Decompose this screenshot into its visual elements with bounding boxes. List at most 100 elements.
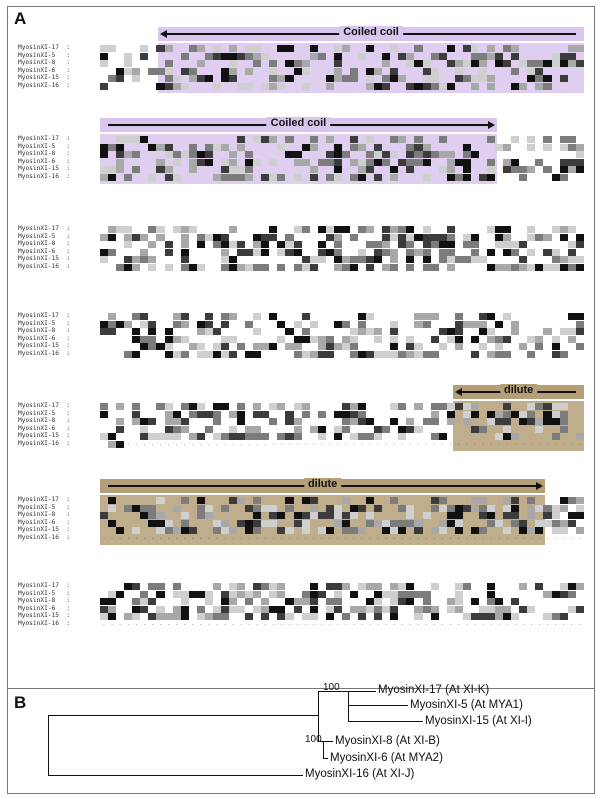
residue-cell	[310, 68, 318, 75]
residue-cell: .	[271, 534, 275, 541]
alignment-row: MyosinXI-8 :	[18, 327, 584, 336]
residue-cell	[229, 403, 237, 410]
residue-cell	[156, 321, 164, 328]
residue-cell	[447, 426, 455, 433]
residue-cell	[140, 583, 148, 590]
residue-cell	[568, 351, 576, 358]
residue-cell	[294, 591, 302, 598]
residue-cell	[560, 313, 568, 320]
residue-cell	[205, 241, 213, 248]
residue-cell	[575, 527, 584, 535]
residue-cell	[317, 350, 326, 358]
residue-cell	[318, 418, 326, 425]
residue-cell	[366, 527, 374, 534]
residue-cell	[487, 45, 496, 52]
residue-cell	[334, 351, 342, 358]
residue-cell	[430, 82, 439, 90]
residue-cell	[237, 590, 246, 598]
residue-cell	[108, 256, 116, 263]
residue-cell	[164, 143, 173, 151]
residue-cell	[261, 321, 269, 328]
residue-cell	[575, 158, 584, 166]
residue-cell	[422, 320, 431, 328]
residue-cell	[503, 248, 512, 256]
residue-cell	[189, 336, 197, 343]
residue-cell	[196, 605, 205, 613]
residue-cell	[124, 320, 133, 328]
sequence-name: MyosinXI-8 :	[18, 511, 71, 519]
residue-cell	[470, 60, 479, 68]
sequence-name: MyosinXI-6 :	[18, 247, 71, 255]
residue-cell	[269, 144, 277, 151]
residue-cell	[511, 497, 520, 504]
residue-cell	[293, 350, 302, 358]
residue-cell	[495, 426, 503, 433]
residue-cell	[309, 52, 318, 60]
residue-cell	[261, 504, 270, 512]
residue-cell	[261, 336, 269, 343]
residue-cell	[470, 82, 479, 90]
residue-cell	[124, 173, 133, 181]
residue-cell	[188, 226, 197, 233]
residue-cell	[277, 53, 285, 60]
residue-cell	[422, 605, 431, 613]
residue-cell	[342, 606, 350, 613]
residue-cell	[390, 519, 399, 527]
residue-cell	[350, 583, 358, 590]
sequence-residues	[100, 613, 584, 621]
residue-cell	[269, 351, 277, 358]
residue-cell	[197, 174, 205, 181]
residue-cell	[253, 241, 262, 249]
residue-cell	[447, 527, 455, 534]
residue-cell	[197, 336, 205, 343]
alignment-row: MyosinXI-15 :	[18, 612, 584, 621]
residue-cell	[503, 335, 512, 343]
residue-cell	[463, 226, 471, 233]
residue-cell	[559, 263, 568, 271]
residue-cell	[535, 75, 544, 83]
residue-cell	[487, 248, 496, 256]
residue-cell	[511, 256, 519, 263]
residue-cell	[237, 328, 245, 335]
residue-cell	[470, 241, 479, 249]
residue-cell	[559, 166, 568, 174]
residue-cell: .	[328, 534, 332, 541]
residue-cell	[237, 605, 246, 613]
residue-cell: .	[368, 440, 372, 447]
residue-cell	[269, 519, 278, 527]
residue-cell: .	[336, 534, 340, 541]
residue-cell	[237, 241, 246, 249]
residue-cell	[180, 241, 189, 249]
residue-cell	[317, 512, 326, 520]
residue-cell	[422, 82, 431, 90]
residue-cell	[116, 158, 125, 166]
residue-cell	[156, 598, 164, 605]
residue-cell	[132, 598, 141, 606]
residue-cell	[559, 60, 568, 68]
residue-cell	[576, 426, 584, 433]
residue-cell	[390, 605, 399, 613]
residue-cell	[390, 433, 398, 440]
residue-cell	[220, 248, 229, 256]
residue-cell	[527, 403, 536, 410]
residue-cell	[173, 166, 181, 173]
residue-cell	[237, 433, 246, 441]
residue-cell	[237, 598, 245, 605]
residue-cell	[173, 60, 181, 67]
residue-cell	[124, 136, 133, 143]
residue-cell	[229, 83, 237, 90]
residue-cell	[398, 313, 406, 320]
residue-cell	[277, 343, 285, 350]
residue-cell	[535, 45, 543, 52]
residue-cell	[302, 418, 310, 425]
residue-cell	[204, 52, 213, 60]
residue-cell	[487, 82, 496, 90]
residue-cell	[454, 313, 463, 320]
residue-cell	[301, 403, 310, 410]
residue-cell	[511, 158, 520, 166]
residue-cell	[422, 151, 431, 159]
residue-cell	[349, 605, 358, 613]
sequence-name: MyosinXI-16 :	[18, 439, 71, 447]
residue-cell	[519, 263, 528, 271]
residue-cell	[197, 166, 205, 173]
